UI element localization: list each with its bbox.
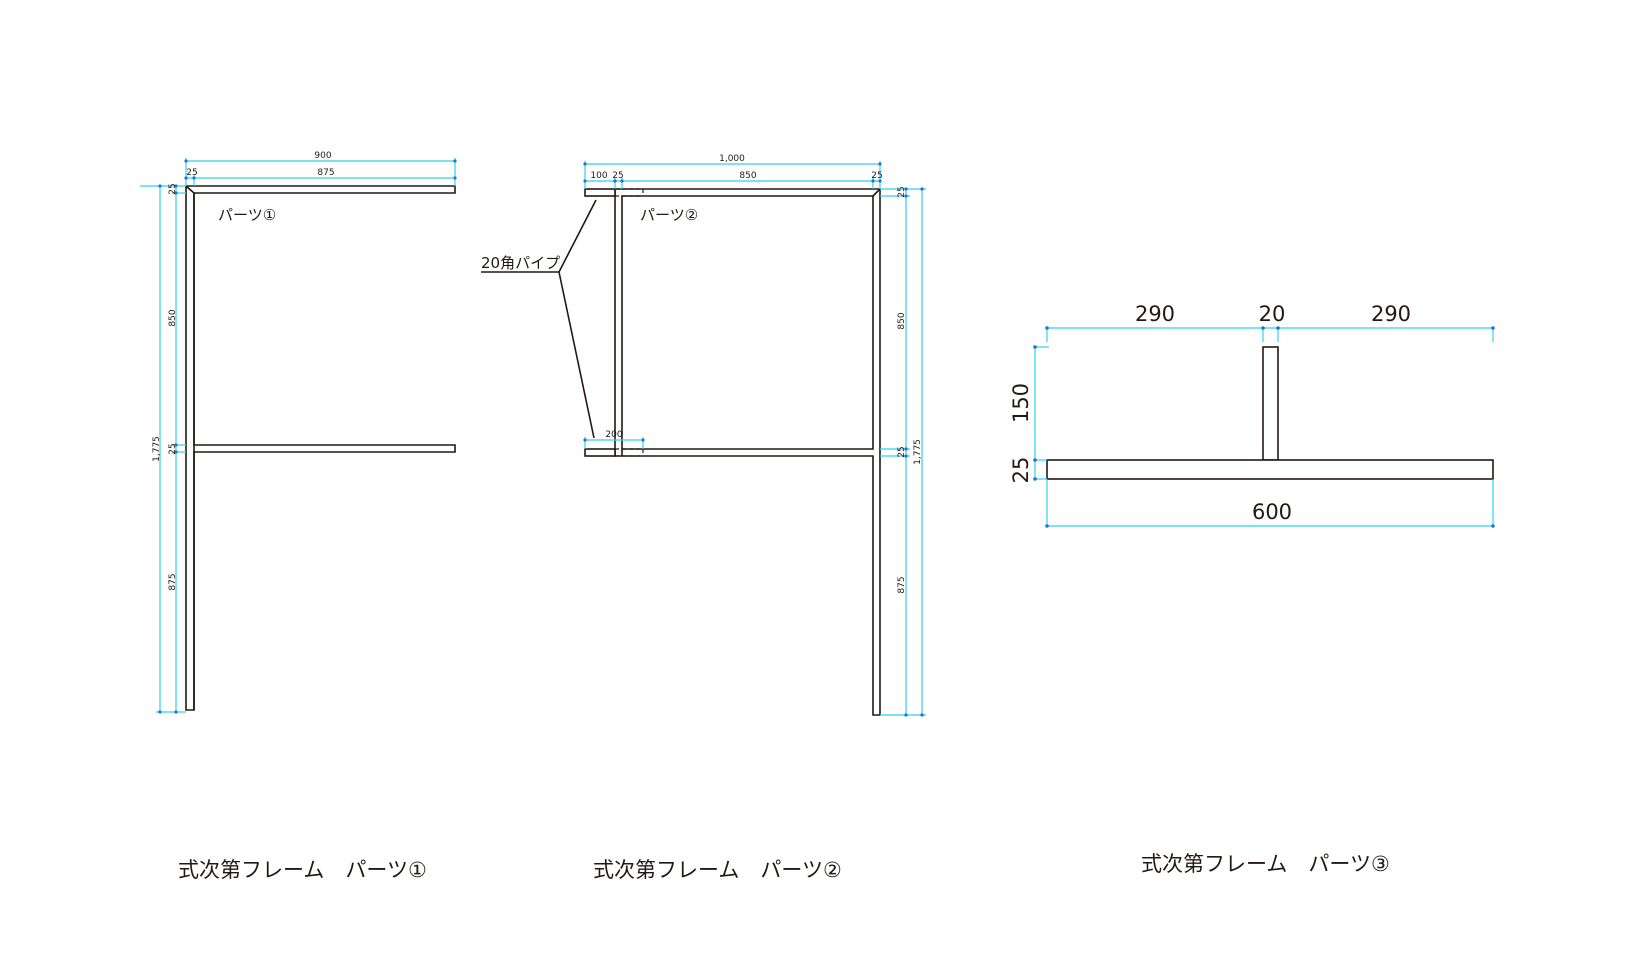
part2-dim-tick xyxy=(904,454,908,458)
part2-pipe-bottom-hidden xyxy=(615,448,644,457)
part2-caption: 式次第フレーム パーツ② xyxy=(593,858,842,882)
part1-dim-tick xyxy=(184,176,188,180)
part1-dim-tick xyxy=(174,443,178,447)
part3-dim-tick xyxy=(1491,524,1495,528)
part3-dim-tick xyxy=(1045,524,1049,528)
part1-dim-tick xyxy=(174,184,178,188)
part2-dim-v-upper: 850 xyxy=(897,312,907,329)
part2-dim-tick xyxy=(920,187,924,191)
part3-dim-tick xyxy=(1033,477,1037,481)
part2-dim-top-a: 100 xyxy=(590,171,607,181)
part2-callout-leader-top xyxy=(558,199,597,273)
part2-dim-top-d: 25 xyxy=(871,171,882,181)
part3-dim-height-base: 25 xyxy=(1009,457,1033,484)
part3-dim-tick xyxy=(1491,326,1495,330)
part2-dim-top-total: 1,000 xyxy=(719,154,745,164)
part2-dim-tick xyxy=(904,447,908,451)
part1-miter-line xyxy=(185,185,195,194)
part2-dim-tick xyxy=(904,713,908,717)
part2-frame-outline xyxy=(614,188,881,716)
part1-dim-tick xyxy=(192,176,196,180)
part1-label: パーツ① xyxy=(218,206,276,224)
part3-dim-tick xyxy=(1261,326,1265,330)
part2-drawing: 1,000 100 25 850 25 200 25 850 25 875 1,… xyxy=(481,154,926,717)
part3-drawing: 290 20 290 150 25 600 xyxy=(1009,302,1495,528)
part2-callout-label: 20角パイプ xyxy=(481,254,560,272)
part1-dim-v-lower: 875 xyxy=(168,573,178,590)
part2-dim-tick xyxy=(620,179,624,183)
part3-post xyxy=(1262,346,1279,461)
part2-dim-v-top: 25 xyxy=(897,186,907,197)
part2-dim-tick xyxy=(878,162,882,166)
part3-dim-tick xyxy=(1276,326,1280,330)
part3-dim-width: 600 xyxy=(1252,500,1292,524)
part3-dim-tick xyxy=(1033,458,1037,462)
part2-dim-tick xyxy=(920,713,924,717)
part1-dim-top-left: 25 xyxy=(186,168,197,178)
part2-dim-tick xyxy=(871,179,875,183)
part3-dim-tick xyxy=(1033,345,1037,349)
part2-miter-line xyxy=(872,188,881,197)
part2-dim-insert: 200 xyxy=(605,430,622,440)
part1-dim-tick xyxy=(174,191,178,195)
part3-base xyxy=(1046,459,1494,480)
part1-dim-top-total: 900 xyxy=(314,151,331,161)
part2-dim-top-c: 850 xyxy=(739,171,756,181)
part3-dim-top-right: 290 xyxy=(1371,302,1411,326)
part2-pipe-top xyxy=(584,188,616,197)
part3-dim-tick xyxy=(1045,326,1049,330)
part1-dim-tick xyxy=(453,176,457,180)
part2-dim-tick xyxy=(641,438,645,442)
part2-dim-tick xyxy=(583,438,587,442)
part1-dim-tick xyxy=(174,710,178,714)
part1-dim-tick xyxy=(453,159,457,163)
part2-dim-v-total: 1,775 xyxy=(913,439,923,465)
part2-dim-tick xyxy=(583,162,587,166)
part2-dim-tick xyxy=(904,194,908,198)
part3-dim-top-left: 290 xyxy=(1135,302,1175,326)
part1-dim-v-total: 1,775 xyxy=(152,436,162,462)
part1-dim-v-mid: 25 xyxy=(168,443,178,454)
part2-dim-v-mid: 25 xyxy=(897,446,907,457)
part2-dim-tick xyxy=(878,179,882,183)
part2-callout-leader-bottom xyxy=(558,271,595,439)
part1-dim-top-right: 875 xyxy=(317,168,334,178)
part1-drawing: 900 25 875 25 850 25 875 1,775 パーツ① xyxy=(140,151,457,714)
part1-dim-v-upper: 850 xyxy=(168,309,178,326)
part1-dim-tick xyxy=(174,450,178,454)
part2-dim-tick xyxy=(904,187,908,191)
part1-dim-tick xyxy=(158,184,162,188)
part2-dim-v-lower: 875 xyxy=(897,576,907,593)
part2-pipe-bottom xyxy=(584,448,616,457)
part2-dim-tick xyxy=(583,179,587,183)
part1-frame-outline xyxy=(185,185,456,711)
part3-caption: 式次第フレーム パーツ③ xyxy=(1141,852,1390,876)
part2-label: パーツ② xyxy=(640,206,698,224)
part1-dim-tick xyxy=(184,159,188,163)
part3-dim-top-mid: 20 xyxy=(1259,302,1286,326)
part1-dim-v-top: 25 xyxy=(168,183,178,194)
part2-dim-tick xyxy=(613,179,617,183)
part1-caption: 式次第フレーム パーツ① xyxy=(178,858,427,882)
part3-dim-height-post: 150 xyxy=(1009,383,1033,423)
part2-dim-top-b: 25 xyxy=(612,171,623,181)
part2-pipe-top-hidden xyxy=(615,188,644,197)
part1-dim-tick xyxy=(158,710,162,714)
